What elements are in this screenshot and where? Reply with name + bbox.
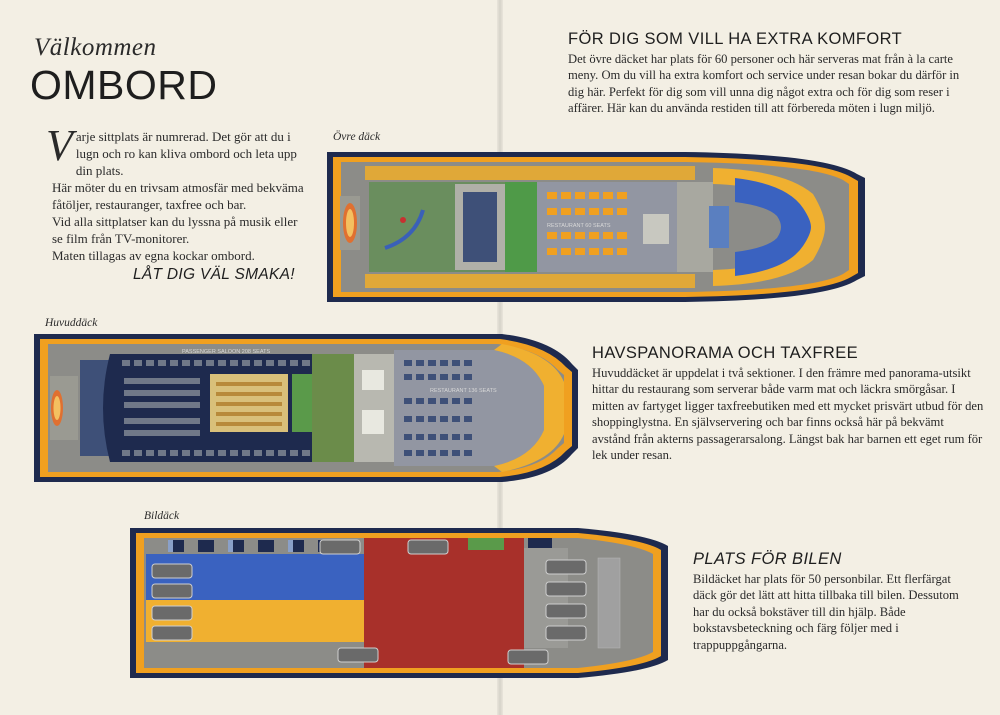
comfort-heading: FÖR DIG SOM VILL HA EXTRA KOMFORT [568,30,903,48]
car-deck-label: Bildäck [144,510,180,522]
intro-paragraph-4: Maten tillagas av egna kockar ombord. [52,248,255,263]
intro-paragraph-1: arje sittplats är numrerad. Det gör att … [75,129,297,178]
car-deck-plan [130,528,668,678]
main-deck-plan: PASSENGER SALOON 208 SEATS RESTAURANT 13… [34,334,578,482]
cars-text: Bildäcket har plats för 50 personbilar. … [693,572,959,652]
upper-deck-plan: RESTAURANT 60 SEATS [327,152,865,302]
comfort-text: Det övre däcket har plats för 60 persone… [568,52,960,116]
panorama-heading: HAVSPANORAMA OCH TAXFREE [592,344,859,362]
main-deck-label: Huvuddäck [45,317,98,329]
welcome-script-title: Välkommen [34,34,157,61]
cars-heading: PLATS FÖR BILEN [693,550,842,568]
upper-deck-label: Övre däck [333,131,381,143]
slogan: LÅT DIG VÄL SMAKA! [133,266,295,283]
main-restaurant-label: RESTAURANT 136 SEATS [430,388,497,394]
upper-restaurant-label: RESTAURANT 60 SEATS [547,223,611,229]
welcome-main-title: OMBORD [30,62,218,108]
intro-paragraph-2: Här möter du en trivsam atmosfär med bek… [52,180,304,212]
main-saloon-label: PASSENGER SALOON 208 SEATS [182,349,270,355]
drop-cap: V [46,121,73,170]
panorama-text: Huvuddäcket är uppdelat i två sektioner.… [592,366,984,463]
intro-paragraph-3: Vid alla sittplatser kan du lyssna på mu… [52,214,298,246]
